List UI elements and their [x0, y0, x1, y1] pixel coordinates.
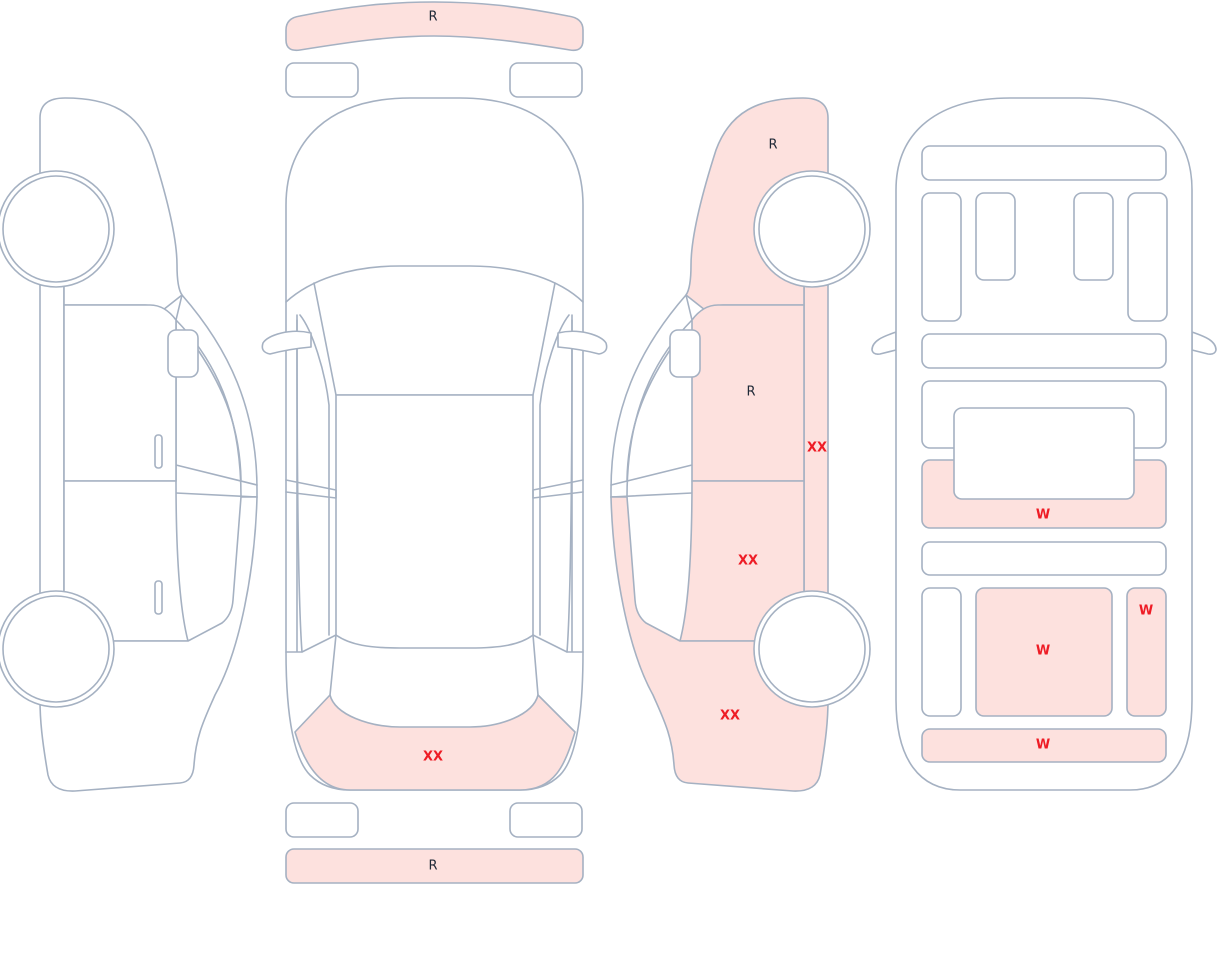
front-bumper[interactable] [285, 1, 584, 52]
taillight-left [285, 802, 359, 838]
roof[interactable] [335, 394, 534, 649]
mirror-right [557, 330, 608, 355]
panel-rear-center[interactable] [975, 587, 1113, 717]
panel-rear-bumper[interactable] [921, 728, 1167, 763]
headlight-right [509, 62, 583, 98]
panel-seat-right[interactable] [1073, 192, 1114, 281]
middle-panel-code: W [1036, 508, 1050, 523]
right-rocker-code: XX [807, 441, 827, 456]
front-view: R XX R [261, 1, 608, 884]
right-front-door-code: R [746, 385, 755, 400]
left-front-door[interactable] [63, 304, 177, 482]
rear-bumper-code: R [428, 859, 437, 874]
left-mirror [167, 329, 199, 378]
left-side-view [0, 97, 258, 792]
top-view: W W W W [871, 97, 1217, 791]
right-side-view: R R XX XX XX [610, 97, 871, 792]
door-handle-icon [154, 580, 163, 615]
panel-rear-left[interactable] [921, 587, 962, 717]
right-rear-quarter-code: XX [720, 709, 740, 724]
right-front-fender-code: R [768, 138, 777, 153]
rear-center-code: W [1036, 644, 1050, 659]
panel-rear-right[interactable] [1126, 587, 1167, 717]
panel-bar-1[interactable] [921, 333, 1167, 369]
right-rear-quarter[interactable] [610, 496, 829, 792]
right-rear-door-code: XX [738, 554, 758, 569]
right-front-door[interactable] [691, 304, 805, 482]
panel-bar-2[interactable] [921, 541, 1167, 576]
door-handle-icon [154, 434, 163, 469]
panel-dashboard[interactable] [921, 145, 1167, 181]
headlight-left [285, 62, 359, 98]
panel-front-right[interactable] [1127, 192, 1168, 322]
left-rear-quarter[interactable] [39, 496, 258, 792]
taillight-right [509, 802, 583, 838]
rear-bumper[interactable] [285, 848, 584, 884]
rear-section-code: XX [423, 750, 443, 765]
top-rear-bumper-code: W [1036, 738, 1050, 753]
panel-seat-left[interactable] [975, 192, 1016, 281]
front-bumper-code: R [428, 10, 437, 25]
mirror-left [261, 330, 312, 355]
panel-sunroof[interactable] [953, 407, 1135, 500]
rear-right-code: W [1139, 604, 1153, 619]
panel-front-left[interactable] [921, 192, 962, 322]
